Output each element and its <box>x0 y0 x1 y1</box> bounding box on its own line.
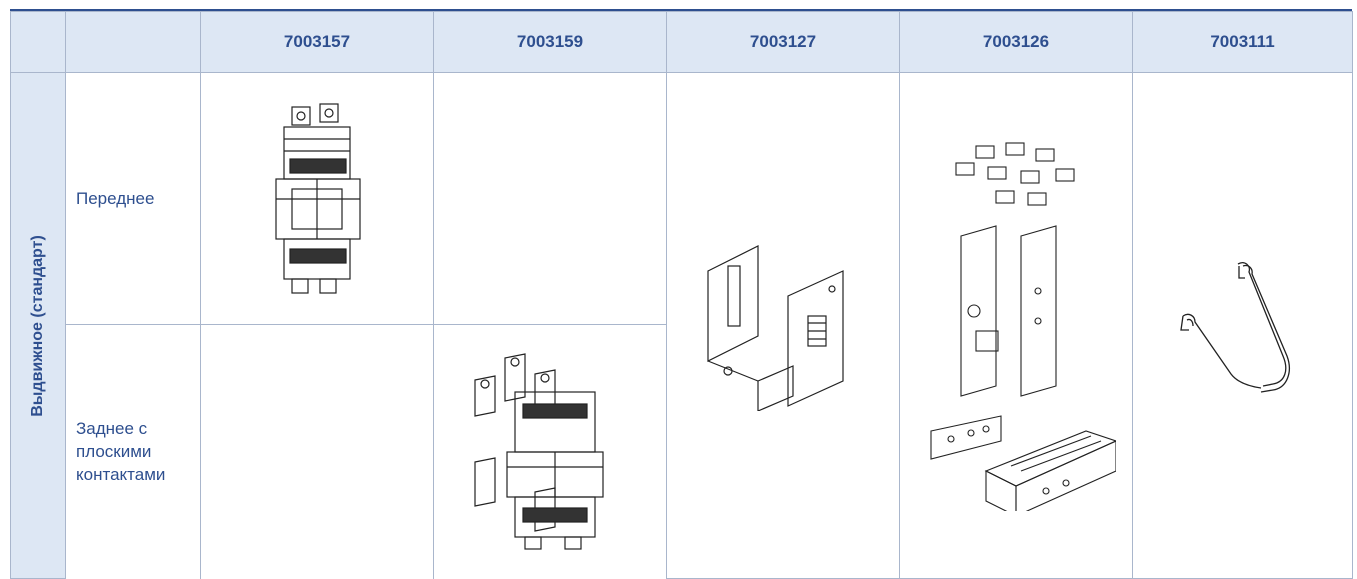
cell-7003157-front <box>200 72 434 325</box>
rear-flat-terminal-base-icon <box>474 353 604 550</box>
header-7003159: 7003159 <box>433 11 667 73</box>
cell-7003159-front-empty <box>433 72 667 325</box>
handle-icon <box>1179 261 1290 393</box>
header-7003157: 7003157 <box>200 11 434 73</box>
group-label-cell: Выдвижное (стандарт) <box>10 72 66 579</box>
header-7003111: 7003111 <box>1132 11 1353 73</box>
accessory-kit-icon <box>930 141 1116 511</box>
header-7003126: 7003126 <box>899 11 1133 73</box>
top-rule <box>10 9 1352 11</box>
spec-table: 7003157 7003159 7003127 7003126 7003111 … <box>10 11 1353 579</box>
header-row: 7003157 7003159 7003127 7003126 7003111 <box>10 11 1353 73</box>
row-label-rear-flat: Заднее с плоскими контактами <box>65 324 201 579</box>
row-front: Выдвижное (стандарт) Переднее <box>10 72 1353 579</box>
group-label: Выдвижное (стандарт) <box>29 234 46 417</box>
bracket-icon <box>707 244 844 411</box>
cell-7003111 <box>1132 72 1353 579</box>
row-label-front: Переднее <box>65 72 201 325</box>
header-empty-2 <box>65 11 201 73</box>
header-empty-1 <box>10 11 66 73</box>
cell-7003126 <box>899 72 1133 579</box>
row-rear-flat: Заднее с плоскими контактами <box>11 324 1353 579</box>
cell-7003159-rear <box>433 324 667 579</box>
front-terminal-base-icon <box>275 102 361 294</box>
cell-7003127 <box>666 72 900 579</box>
header-7003127: 7003127 <box>666 11 900 73</box>
cell-7003157-rear-empty <box>200 324 434 579</box>
